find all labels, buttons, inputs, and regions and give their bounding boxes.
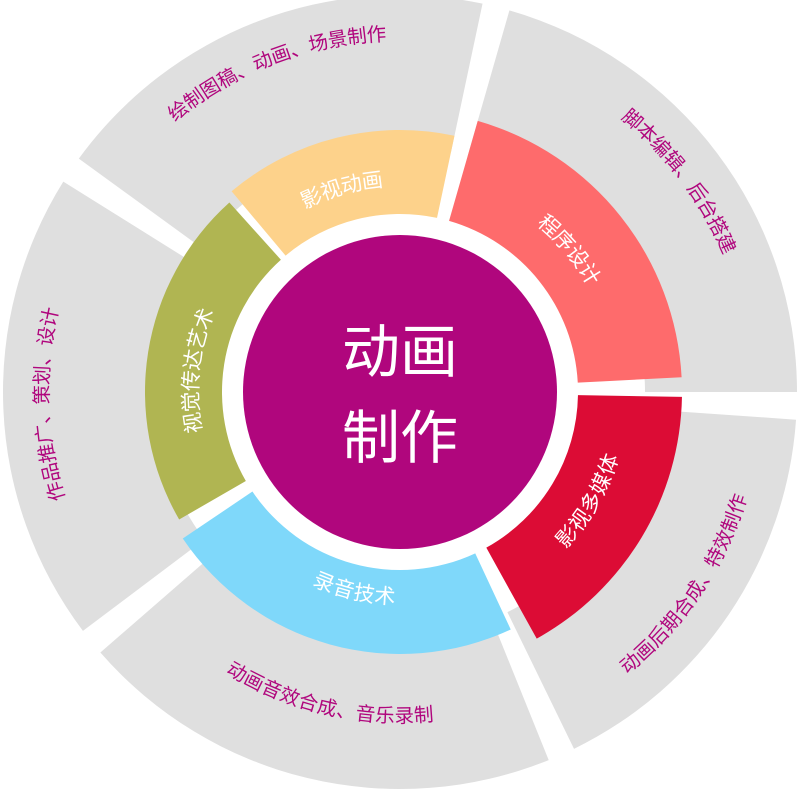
center-hub: 动画 制作: [243, 235, 557, 549]
outer-segment-4: [100, 552, 549, 790]
inner-segment-1: [231, 130, 455, 256]
inner-segment-5: [144, 202, 281, 520]
center-title-line1: 动画: [342, 318, 458, 386]
outer-segment-2: [467, 10, 797, 392]
center-circle: [243, 235, 557, 549]
outer-segment-3: [507, 409, 797, 749]
outer-segment-1: [78, 0, 483, 248]
center-title-line2: 制作: [342, 404, 458, 472]
inner-segment-3: [486, 395, 682, 639]
inner-segment-2: [449, 120, 682, 383]
outer-segment-5: [2, 181, 205, 631]
inner-segment-4: [182, 491, 511, 655]
